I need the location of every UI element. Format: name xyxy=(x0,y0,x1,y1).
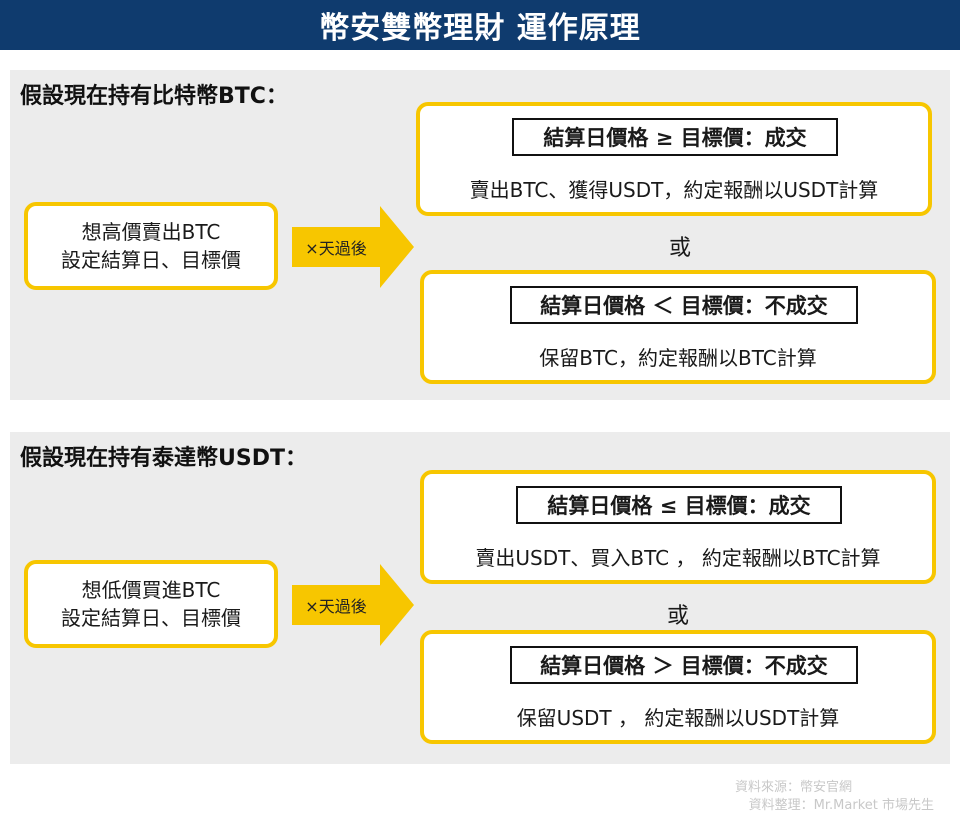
usdt-outcome-b: 結算日價格 ＞ 目標價：不成交 保留USDT ， 約定報酬以USDT計算 xyxy=(420,630,936,744)
section-usdt-title: 假設現在持有泰達幣USDT： xyxy=(20,446,307,471)
usdt-intent-line2: 設定結算日、目標價 xyxy=(61,606,241,630)
btc-outcome-a: 結算日價格 ≥ 目標價：成交 賣出BTC、獲得USDT，約定報酬以USDT計算 xyxy=(416,102,932,216)
btc-outcome-b: 結算日價格 ＜ 目標價：不成交 保留BTC，約定報酬以BTC計算 xyxy=(420,270,936,384)
section-usdt: 假設現在持有泰達幣USDT： 想低價買進BTC 設定結算日、目標價 ×天過後 結… xyxy=(10,432,950,764)
usdt-arrow: ×天過後 xyxy=(292,564,414,646)
btc-arrow-label: ×天過後 xyxy=(305,239,367,258)
page-header: 幣安雙幣理財 運作原理 xyxy=(0,0,960,50)
btc-intent-line2: 設定結算日、目標價 xyxy=(61,248,241,272)
usdt-intent-line1: 想低價買進BTC xyxy=(81,578,221,602)
btc-intent-box: 想高價賣出BTC 設定結算日、目標價 xyxy=(24,202,278,290)
usdt-intent-box: 想低價買進BTC 設定結算日、目標價 xyxy=(24,560,278,648)
usdt-outcome-a-condition: 結算日價格 ≤ 目標價：成交 xyxy=(516,486,842,524)
usdt-outcome-b-result: 保留USDT ， 約定報酬以USDT計算 xyxy=(516,706,840,730)
footer-compiled: 資料整理：Mr.Market 市場先生 xyxy=(748,798,934,813)
btc-outcome-b-result: 保留BTC，約定報酬以BTC計算 xyxy=(539,346,817,370)
arrow-right-icon xyxy=(292,206,414,288)
btc-outcome-a-result: 賣出BTC、獲得USDT，約定報酬以USDT計算 xyxy=(469,178,879,202)
page-title: 幣安雙幣理財 運作原理 xyxy=(319,11,641,46)
usdt-or-text: 或 xyxy=(666,604,689,629)
btc-arrow: ×天過後 xyxy=(292,206,414,288)
btc-outcome-b-condition: 結算日價格 ＜ 目標價：不成交 xyxy=(510,286,858,324)
btc-intent-line1: 想高價賣出BTC xyxy=(81,220,221,244)
section-btc-title: 假設現在持有比特幣BTC： xyxy=(20,84,288,109)
btc-outcome-a-condition: 結算日價格 ≥ 目標價：成交 xyxy=(512,118,838,156)
btc-or-text: 或 xyxy=(668,236,691,261)
section-btc: 假設現在持有比特幣BTC： 想高價賣出BTC 設定結算日、目標價 ×天過後 結算… xyxy=(10,70,950,400)
usdt-arrow-label: ×天過後 xyxy=(305,597,367,616)
usdt-outcome-a: 結算日價格 ≤ 目標價：成交 賣出USDT、買入BTC ， 約定報酬以BTC計算 xyxy=(420,470,936,584)
usdt-outcome-b-condition: 結算日價格 ＞ 目標價：不成交 xyxy=(510,646,858,684)
footer-source: 資料來源：幣安官網 xyxy=(734,780,852,795)
usdt-outcome-a-result: 賣出USDT、買入BTC ， 約定報酬以BTC計算 xyxy=(475,546,881,570)
arrow-right-icon xyxy=(292,564,414,646)
